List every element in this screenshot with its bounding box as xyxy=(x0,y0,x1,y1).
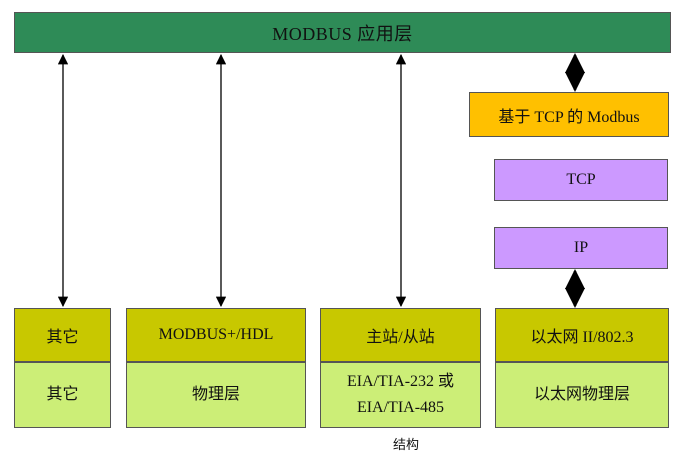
tcp-box: TCP xyxy=(494,159,668,201)
stack-ethernet-ii: 以太网 II/802.3 xyxy=(495,308,669,362)
stack-modbus-plus-hdl: MODBUS+/HDL xyxy=(126,308,306,362)
stack-ethernet-physical-layer: 以太网物理层 xyxy=(495,362,669,428)
stack-other-top: 其它 xyxy=(14,308,111,362)
modbus-over-tcp-box: 基于 TCP 的 Modbus xyxy=(469,92,669,137)
stack-other-bottom: 其它 xyxy=(14,362,111,428)
ip-box: IP xyxy=(494,227,668,269)
figure-caption: 结构 xyxy=(393,437,420,452)
stack-eia-tia: EIA/TIA-232 或 EIA/TIA-485 xyxy=(320,362,481,428)
modbus-application-layer: MODBUS 应用层 xyxy=(14,12,671,53)
stack-master-slave: 主站/从站 xyxy=(320,308,481,362)
stack-physical-layer: 物理层 xyxy=(126,362,306,428)
